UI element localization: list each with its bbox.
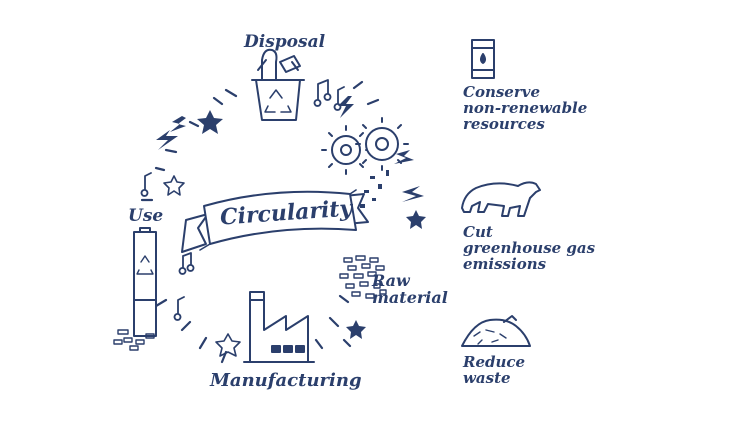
ribbon-banner — [181, 189, 369, 253]
star-outline-icon — [163, 175, 241, 357]
polar-bear-icon — [461, 181, 541, 217]
stage-label-raw-material: Raw material — [372, 271, 448, 307]
oil-barrel-icon — [471, 39, 495, 79]
benefit-label-conserve: Conserve non-renewable resources — [463, 83, 588, 133]
stage-label-disposal: Disposal — [244, 32, 326, 52]
pellets-icon — [339, 255, 387, 299]
stage-label-use: Use — [128, 206, 164, 226]
waste-pile-icon — [461, 315, 531, 347]
falling-pieces — [360, 170, 389, 208]
factory-icon — [243, 291, 315, 363]
music-notes-icon — [140, 79, 345, 321]
gears-icon — [321, 117, 409, 175]
battery-icon — [113, 227, 157, 351]
benefit-label-greenhouse: Cut greenhouse gas emissions — [463, 223, 596, 273]
benefit-label-waste: Reduce waste — [463, 353, 526, 387]
lightning-icon — [156, 96, 424, 202]
star-icon — [197, 110, 426, 339]
recycle-bin-icon — [251, 48, 305, 121]
stage-label-manufacturing: Manufacturing — [210, 370, 362, 391]
